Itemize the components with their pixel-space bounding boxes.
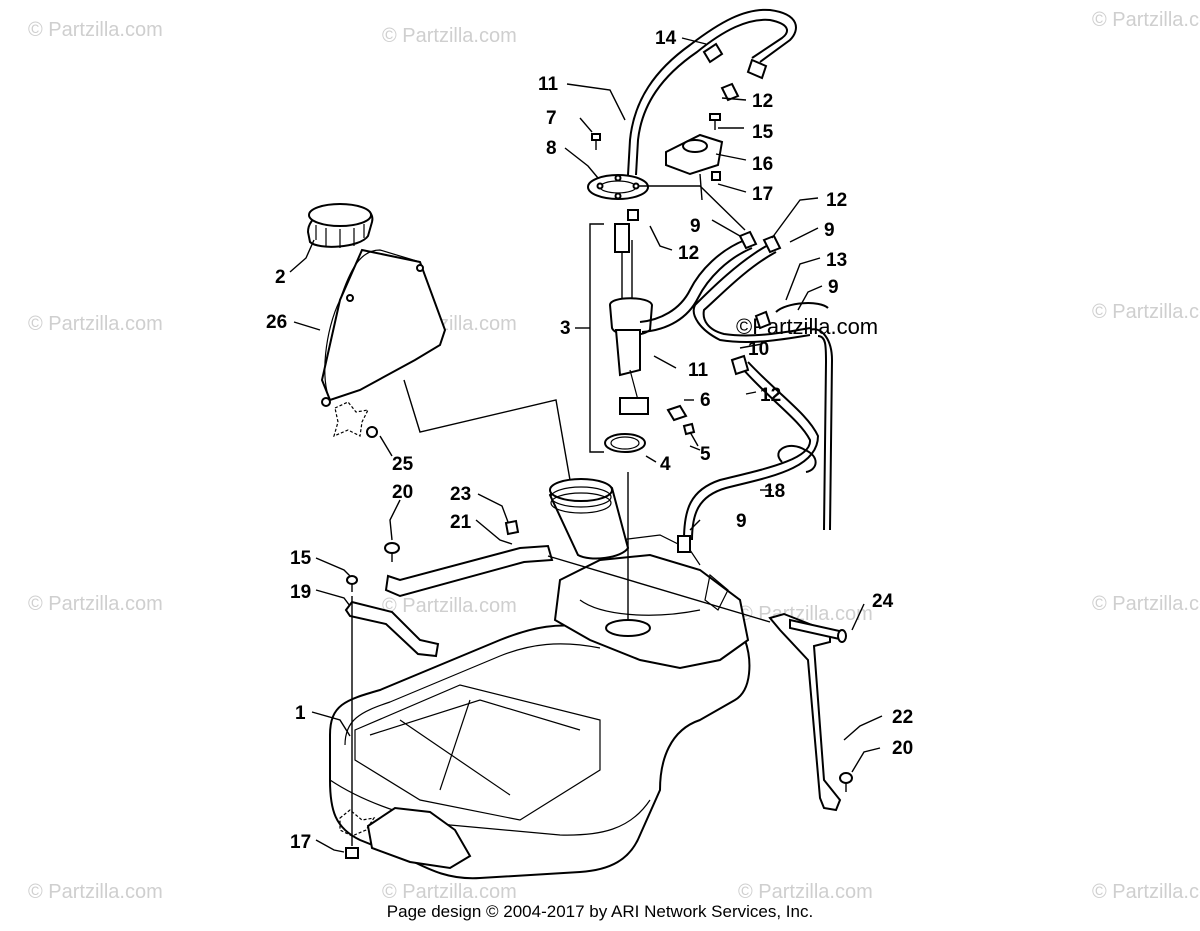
filler-neck[interactable] bbox=[548, 478, 630, 560]
watermark-layer: © Partzilla.com © Partzilla.com © Partzi… bbox=[28, 9, 1200, 903]
watermark: © Partzilla.com bbox=[28, 19, 163, 41]
clamp-12-mid[interactable] bbox=[627, 209, 639, 221]
watermark: © Partzilla.com bbox=[28, 881, 163, 903]
clamp-9-a[interactable] bbox=[738, 230, 758, 250]
callout-11-b: 11 bbox=[688, 360, 709, 381]
fuel-tank[interactable] bbox=[329, 534, 751, 880]
bracket-3 bbox=[589, 223, 604, 453]
check-valve[interactable] bbox=[665, 133, 724, 201]
nut-17-top[interactable] bbox=[711, 171, 721, 181]
callout-12-d: 12 bbox=[760, 385, 781, 406]
clamp-9-b[interactable] bbox=[762, 234, 782, 254]
fuel-hose-18[interactable] bbox=[683, 361, 820, 541]
hose-clamp-18[interactable] bbox=[777, 444, 817, 473]
strap-22[interactable] bbox=[768, 612, 842, 812]
callout-21: 21 bbox=[450, 512, 472, 533]
clamp-13[interactable] bbox=[775, 302, 829, 313]
tether-rivet[interactable] bbox=[333, 401, 378, 438]
pump-gasket[interactable] bbox=[604, 433, 646, 453]
page-footer: Page design © 2004-2017 by ARI Network S… bbox=[386, 902, 814, 921]
watermark: © Partzilla.com bbox=[738, 881, 873, 903]
callout-2: 2 bbox=[275, 267, 286, 288]
watermark: © Partzilla.com bbox=[1092, 301, 1200, 323]
strap-21[interactable] bbox=[384, 544, 554, 598]
bolt-5[interactable] bbox=[682, 422, 699, 447]
callout-12-b: 12 bbox=[678, 243, 699, 264]
screw-15-left[interactable] bbox=[346, 575, 358, 592]
callout-9-a: 9 bbox=[690, 216, 701, 237]
watermark: © Partzilla.com bbox=[382, 881, 517, 903]
callout-5: 5 bbox=[700, 444, 711, 465]
callout-16: 16 bbox=[752, 154, 773, 175]
callout-20-b: 20 bbox=[892, 738, 913, 759]
callout-17-b: 17 bbox=[290, 832, 311, 853]
vent-hose-14[interactable] bbox=[627, 8, 797, 176]
callout-26: 26 bbox=[266, 312, 287, 333]
callout-23: 23 bbox=[450, 484, 471, 505]
clamp-9-c[interactable] bbox=[754, 310, 772, 330]
hose-end-12[interactable] bbox=[746, 58, 768, 80]
screw-15-top[interactable] bbox=[709, 113, 721, 130]
fuel-hose-10[interactable] bbox=[692, 243, 811, 344]
nut-23[interactable] bbox=[504, 519, 520, 536]
watermark: © Partzilla.com bbox=[28, 313, 163, 335]
watermark: © Partzilla.com bbox=[382, 595, 517, 617]
clamp-9-d[interactable] bbox=[677, 535, 691, 553]
callout-12-c: 12 bbox=[826, 190, 847, 211]
callout-labels: 1 2 3 4 5 6 7 8 9 9 9 9 10 11 11 12 12 1… bbox=[266, 28, 913, 853]
callout-13: 13 bbox=[826, 250, 847, 271]
screw-20-left[interactable] bbox=[384, 542, 400, 562]
callout-15-a: 15 bbox=[752, 122, 774, 143]
fuel-hose-11[interactable] bbox=[639, 239, 753, 333]
grommet-6[interactable] bbox=[666, 404, 688, 422]
callout-25: 25 bbox=[392, 454, 414, 475]
leader-lines bbox=[289, 37, 883, 853]
callout-15-b: 15 bbox=[290, 548, 312, 569]
callout-20-a: 20 bbox=[392, 482, 413, 503]
watermark: © Partzilla.com bbox=[28, 593, 163, 615]
callout-22: 22 bbox=[892, 707, 913, 728]
clamp-12-low[interactable] bbox=[730, 354, 750, 376]
fuel-pump-assembly[interactable] bbox=[608, 223, 654, 415]
cap-tether[interactable] bbox=[320, 248, 447, 407]
callout-9-b: 9 bbox=[824, 220, 835, 241]
screw-20-right[interactable] bbox=[839, 772, 853, 792]
callout-18: 18 bbox=[764, 481, 785, 502]
callout-24: 24 bbox=[872, 591, 894, 612]
return-hose[interactable] bbox=[809, 328, 834, 531]
fuel-cap[interactable] bbox=[306, 203, 374, 248]
callout-6: 6 bbox=[700, 390, 711, 411]
watermark: © Partzilla.com bbox=[382, 25, 517, 47]
callout-9-c: 9 bbox=[828, 277, 839, 298]
callout-8: 8 bbox=[546, 138, 557, 159]
callout-7: 7 bbox=[546, 108, 557, 129]
callout-9-d: 9 bbox=[736, 511, 747, 532]
strap-19[interactable] bbox=[344, 600, 440, 658]
callout-14: 14 bbox=[655, 28, 677, 49]
lock-ring[interactable] bbox=[587, 174, 649, 200]
callout-4: 4 bbox=[660, 454, 671, 475]
watermark: © Partzilla.com bbox=[1092, 881, 1200, 903]
callout-12-a: 12 bbox=[752, 91, 773, 112]
screw-7[interactable] bbox=[591, 133, 601, 150]
watermark: © Partzilla.com bbox=[1092, 9, 1200, 31]
nut-17-bottom[interactable] bbox=[345, 847, 359, 859]
callout-10: 10 bbox=[748, 339, 769, 360]
callout-1: 1 bbox=[295, 703, 306, 724]
callout-19: 19 bbox=[290, 582, 311, 603]
bolt-24[interactable] bbox=[789, 618, 847, 643]
callout-3: 3 bbox=[560, 318, 571, 339]
watermark: © Partzilla.com bbox=[1092, 593, 1200, 615]
clamp-12-top[interactable] bbox=[720, 82, 740, 102]
callout-11-a: 11 bbox=[538, 74, 559, 95]
callout-17-a: 17 bbox=[752, 184, 773, 205]
